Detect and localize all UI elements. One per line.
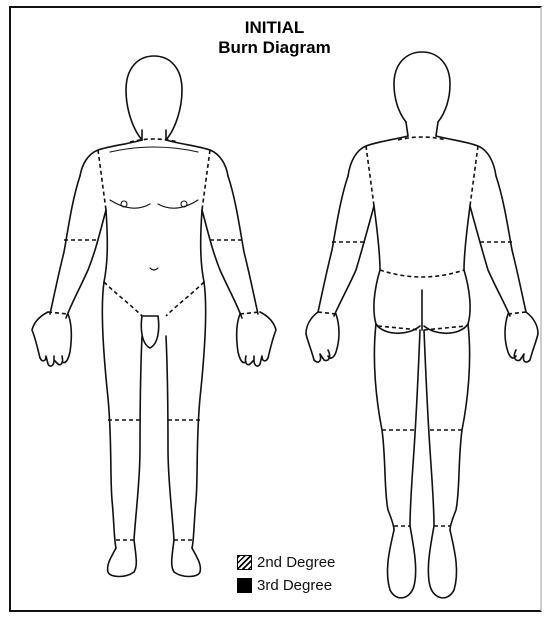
front-navel [150, 268, 158, 270]
back-shoulder-lines [366, 146, 478, 206]
back-right-arm [470, 176, 526, 316]
solid-swatch-icon [237, 578, 252, 593]
front-left-leg [102, 282, 142, 548]
back-left-wrist-line [318, 312, 336, 314]
front-torso [104, 210, 204, 282]
back-right-wrist-line [508, 312, 526, 314]
front-right-arm [202, 176, 258, 318]
back-left-hand [306, 312, 339, 362]
back-torso [374, 206, 470, 270]
back-body-figure [306, 52, 538, 598]
back-shoulders [348, 136, 496, 176]
front-left-wrist-line [48, 312, 68, 314]
legend-label-3rd-degree: 3rd Degree [257, 577, 332, 594]
burn-legend: 2nd Degree 3rd Degree [237, 552, 335, 598]
front-right-wrist-line [240, 312, 260, 314]
front-right-hand [237, 312, 276, 366]
legend-label-2nd-degree: 2nd Degree [257, 554, 335, 571]
front-genitals [141, 316, 158, 348]
front-left-foot [108, 540, 137, 577]
back-head [394, 52, 450, 122]
back-neck [406, 122, 438, 136]
back-left-foot [387, 526, 415, 598]
front-shoulder-lines [98, 150, 210, 210]
back-left-leg [374, 324, 420, 530]
front-right-leg [166, 282, 206, 548]
hatched-swatch-icon [237, 555, 252, 570]
front-groin-line [104, 282, 204, 316]
front-left-hand [32, 312, 71, 366]
front-shoulders [80, 140, 228, 176]
back-right-leg [424, 324, 470, 530]
back-waist-line [380, 270, 464, 277]
front-body-figure [32, 56, 276, 577]
back-right-hand [505, 312, 538, 362]
front-left-arm [50, 176, 106, 318]
front-head [126, 56, 182, 140]
back-left-arm [318, 176, 374, 316]
front-right-foot [172, 540, 201, 577]
back-buttocks [374, 270, 470, 333]
front-clavicle [110, 147, 198, 152]
legend-item-3rd-degree: 3rd Degree [237, 575, 335, 596]
legend-item-2nd-degree: 2nd Degree [237, 552, 335, 573]
back-right-foot [428, 526, 456, 598]
